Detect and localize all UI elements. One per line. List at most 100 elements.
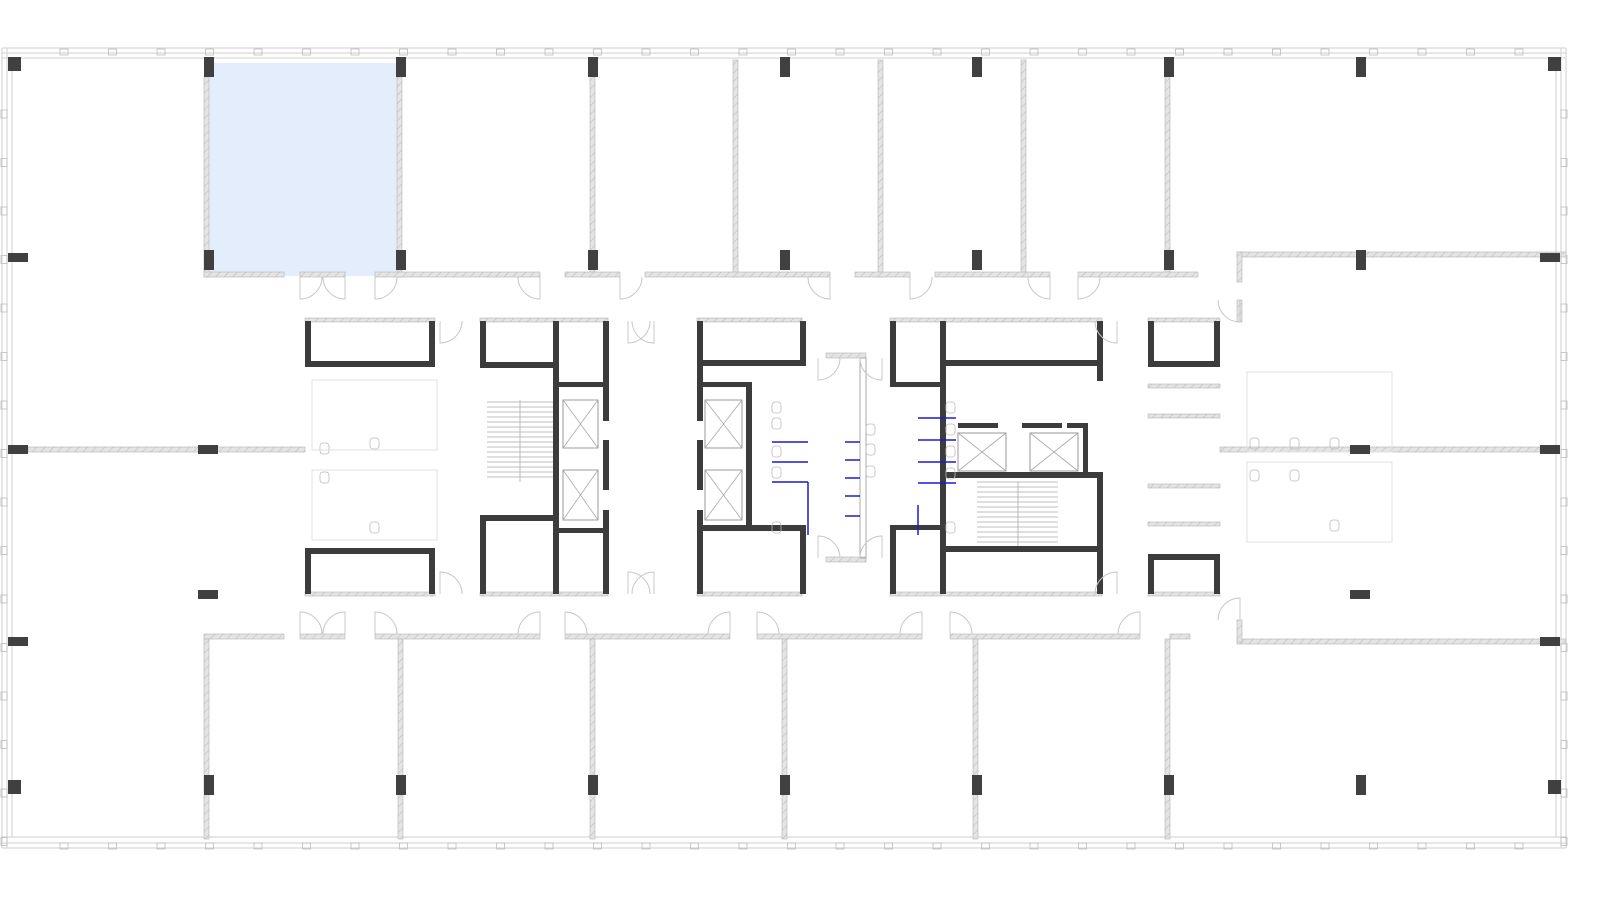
- core-wall: [890, 321, 896, 384]
- door-swing-icon: [1094, 320, 1118, 344]
- elevator-icon: [1029, 432, 1079, 472]
- mullion-icon: [0, 497, 8, 507]
- partition-wall: [1147, 383, 1221, 389]
- toilet-fixture-icon: [945, 467, 956, 480]
- toilet-fixture-icon: [1329, 519, 1340, 532]
- partition-wall: [304, 591, 436, 597]
- structural-column: [396, 250, 406, 270]
- partition-wall: [1164, 638, 1171, 840]
- partition-wall: [949, 633, 1141, 640]
- structural-column: [8, 780, 21, 794]
- mullion-icon: [1126, 842, 1136, 850]
- mullion-icon: [205, 48, 214, 56]
- mullion-icon: [1320, 48, 1330, 56]
- mullion-icon: [1078, 842, 1087, 850]
- mullion-icon: [0, 643, 8, 652]
- structural-column: [1540, 253, 1560, 262]
- structural-column: [972, 775, 982, 795]
- washroom-outline: [1246, 461, 1393, 543]
- structural-column: [1164, 57, 1174, 77]
- partition-wall: [304, 317, 436, 323]
- door-swing-icon: [1217, 299, 1241, 323]
- core-walls-layer: [305, 321, 1220, 594]
- mullion-icon: [787, 842, 796, 850]
- mullion-icon: [59, 48, 69, 56]
- partition-wall: [1147, 317, 1221, 323]
- mullion-icon: [1560, 837, 1568, 846]
- partition-wall: [397, 638, 404, 840]
- door-swing-icon: [627, 571, 651, 595]
- mullion-icon: [884, 48, 893, 56]
- core-wall: [1097, 321, 1103, 381]
- elevator-icon: [957, 432, 1007, 472]
- structural-column: [1548, 57, 1561, 71]
- partition-wall: [203, 76, 210, 278]
- mullion-icon: [399, 48, 408, 56]
- partition-wall: [972, 638, 979, 840]
- mullion-icon: [1560, 303, 1568, 313]
- core-wall: [1214, 321, 1220, 367]
- partition-wall: [564, 633, 731, 640]
- mullion-icon: [1560, 497, 1568, 507]
- toilet-fixture-icon: [945, 423, 956, 436]
- core-wall: [697, 525, 806, 531]
- toilet-fixture-icon: [771, 521, 782, 534]
- mullion-icon: [108, 48, 117, 56]
- toilet-fixture-icon: [319, 471, 330, 484]
- core-wall: [800, 321, 806, 366]
- mullion-icon: [544, 48, 554, 56]
- mullion-icon: [205, 842, 214, 850]
- core-wall: [553, 382, 608, 387]
- core-wall: [1022, 423, 1062, 428]
- elevator-cross-line: [957, 432, 1007, 472]
- mullion-icon: [1126, 48, 1136, 56]
- door-swing-icon: [627, 320, 651, 344]
- core-wall: [1097, 472, 1103, 594]
- mullion-icon: [1223, 48, 1233, 56]
- room-selected[interactable]: [208, 63, 397, 276]
- mullion-icon: [641, 48, 651, 56]
- toilet-fixture-icon: [945, 521, 956, 534]
- mullion-icon: [0, 206, 8, 216]
- door-swing-icon: [817, 535, 841, 559]
- partition-wall: [374, 633, 541, 640]
- partition-wall: [825, 556, 867, 563]
- core-wall: [890, 382, 945, 387]
- door-swing-icon: [817, 357, 841, 381]
- structural-column: [198, 445, 218, 454]
- toilet-fixture-icon: [771, 445, 782, 458]
- structural-column: [8, 57, 21, 71]
- partition-wall: [1164, 59, 1171, 278]
- partition-wall: [889, 317, 1103, 323]
- partition-wall: [696, 591, 803, 597]
- partition-wall: [696, 317, 803, 323]
- mullion-icon: [544, 842, 554, 850]
- partition-wall: [27, 446, 306, 453]
- door-swing-icon: [1027, 276, 1051, 300]
- mullion-icon: [932, 48, 942, 56]
- columns-layer: [8, 57, 1561, 795]
- mullion-icon: [108, 842, 117, 850]
- mullion-icon: [0, 691, 8, 701]
- mullion-icon: [1514, 842, 1524, 850]
- structural-column: [1350, 445, 1370, 454]
- structural-column: [8, 445, 28, 454]
- door-swing-icon: [1094, 571, 1118, 595]
- mullion-icon: [738, 48, 748, 56]
- partition-wall: [299, 633, 346, 640]
- toilet-fixture-icon: [771, 417, 782, 430]
- structural-column: [1164, 250, 1174, 270]
- toilet-fixture-icon: [319, 442, 330, 455]
- door-swing-icon: [564, 611, 588, 635]
- mullion-icon: [0, 109, 8, 119]
- core-wall: [603, 510, 609, 594]
- partition-wall: [732, 59, 739, 278]
- mullion-icon: [350, 842, 360, 850]
- core-wall: [800, 525, 806, 594]
- door-swing-icon: [517, 276, 541, 300]
- partition-wall: [644, 271, 831, 278]
- fixtures-layer: [299, 276, 1393, 635]
- partition-wall: [1236, 619, 1243, 643]
- mullion-icon: [0, 788, 8, 798]
